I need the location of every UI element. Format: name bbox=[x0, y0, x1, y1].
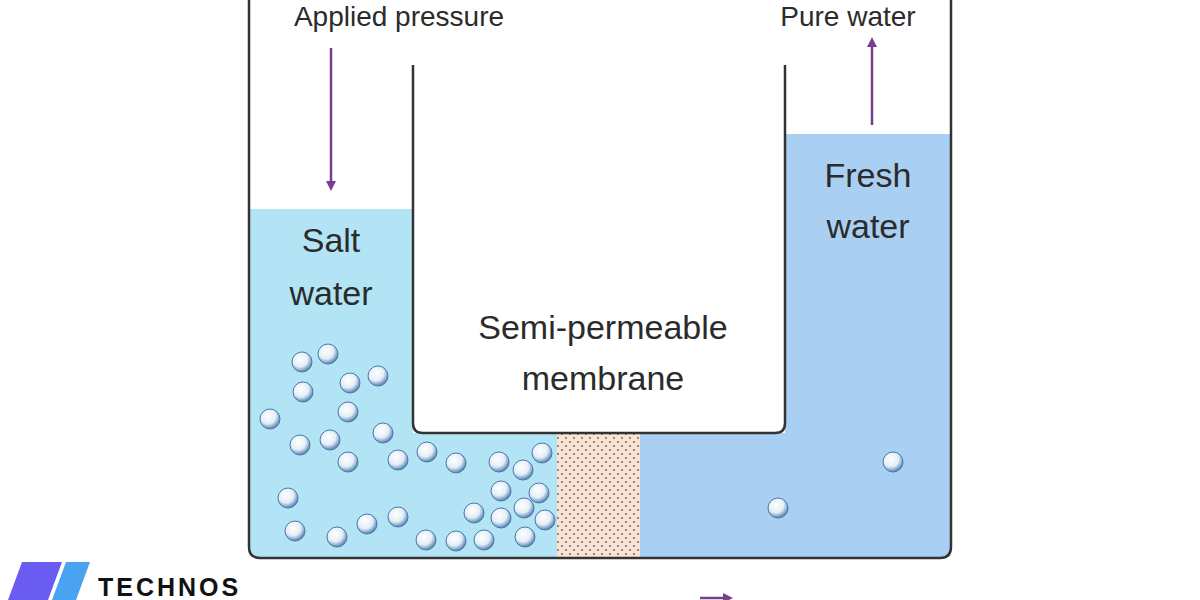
salt-particle bbox=[514, 498, 534, 518]
pressure-arrow bbox=[330, 48, 333, 186]
salt-particle bbox=[491, 481, 511, 501]
salt-particle bbox=[446, 531, 466, 551]
salt-particle bbox=[446, 453, 466, 473]
salt-particle bbox=[491, 508, 511, 528]
salt-particle bbox=[290, 435, 310, 455]
salt-particle bbox=[464, 503, 484, 523]
salt-particle bbox=[529, 483, 549, 503]
membrane-label: Semi-permeable membrane bbox=[433, 302, 773, 404]
outflow-label: Pure water bbox=[780, 0, 915, 34]
salt-particle bbox=[388, 507, 408, 527]
salt-particle bbox=[532, 443, 552, 463]
region-label: Salt water bbox=[266, 214, 396, 320]
pressure-label: Applied pressure bbox=[294, 0, 504, 34]
salt-water-region: Salt water bbox=[266, 214, 396, 320]
salt-particle bbox=[513, 460, 533, 480]
salt-particle bbox=[357, 514, 377, 534]
salt-particle bbox=[260, 409, 280, 429]
outflow-arrow bbox=[871, 42, 874, 125]
salt-particle bbox=[285, 521, 305, 541]
salt-particle bbox=[883, 452, 903, 472]
salt-particle bbox=[338, 402, 358, 422]
region-label: Fresh water bbox=[798, 150, 938, 252]
fresh-water-region: Fresh water bbox=[798, 150, 938, 252]
salt-particle bbox=[292, 352, 312, 372]
watermark: TECHNOS bbox=[98, 573, 241, 600]
salt-particle bbox=[474, 530, 494, 550]
logo-mark bbox=[52, 562, 90, 600]
salt-water-fill bbox=[249, 209, 557, 558]
logo-mark bbox=[8, 562, 62, 600]
membrane bbox=[557, 433, 640, 558]
vessel-wall bbox=[249, 0, 951, 558]
salt-particle bbox=[373, 423, 393, 443]
vessel-inner-wall bbox=[413, 65, 785, 433]
salt-particle bbox=[293, 382, 313, 402]
salt-particle bbox=[278, 488, 298, 508]
salt-particle bbox=[327, 527, 347, 547]
salt-particle bbox=[318, 344, 338, 364]
salt-particle bbox=[338, 452, 358, 472]
salt-particle bbox=[417, 442, 437, 462]
salt-particle bbox=[416, 530, 436, 550]
salt-particle bbox=[368, 366, 388, 386]
salt-particle bbox=[320, 430, 340, 450]
salt-particle bbox=[768, 498, 788, 518]
salt-particle bbox=[515, 527, 535, 547]
salt-particle bbox=[388, 450, 408, 470]
salt-particle bbox=[340, 373, 360, 393]
salt-particle bbox=[489, 452, 509, 472]
salt-particle bbox=[535, 510, 555, 530]
arrow-fragment bbox=[700, 597, 728, 600]
